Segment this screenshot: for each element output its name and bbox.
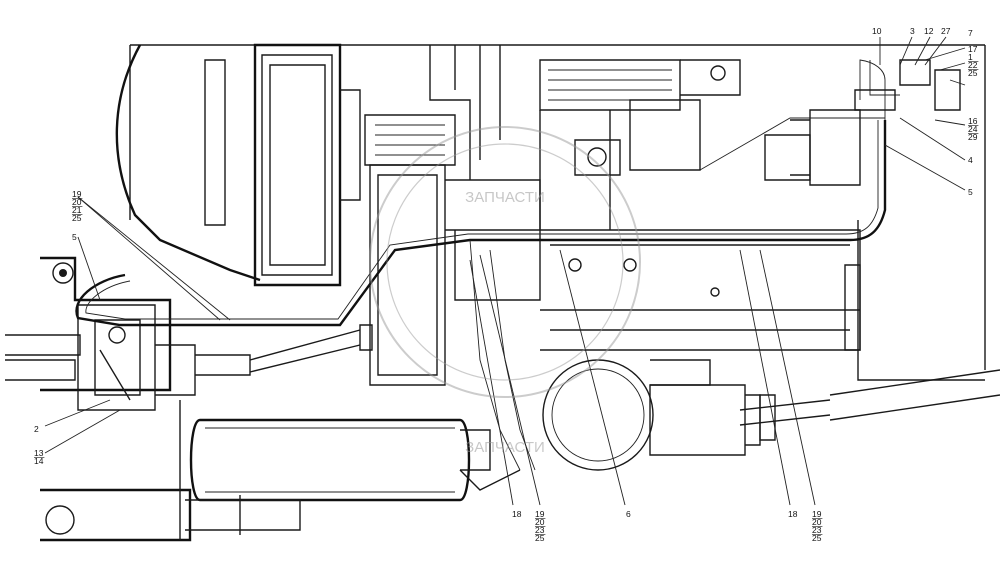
engine-fan-housing: [115, 43, 456, 287]
receiver-tank: [189, 418, 491, 502]
callout-4-line-0: 4: [968, 155, 973, 165]
callout-1-line-0: 1: [968, 52, 973, 62]
callout-5b-line-0: 5: [968, 187, 973, 197]
callout-19b-line-3: 25: [535, 533, 545, 543]
valve-block: [77, 304, 196, 411]
callout-13-line-0: 13: [34, 448, 44, 458]
callout-18b-line-0: 18: [788, 509, 798, 519]
engine-top-assembly: [429, 45, 741, 230]
leader-lines: [44, 36, 966, 506]
callout-16-line-0: 16: [968, 116, 978, 126]
starter-motor: [699, 109, 885, 186]
callout-12-line-0: 12: [924, 26, 934, 36]
callout-19c-line-0: 19: [812, 509, 822, 519]
watermark-text-top: ЗАПЧАСТИ: [465, 189, 545, 206]
callout-1-line-2: 25: [968, 68, 978, 78]
callout-6-line-0: 6: [626, 509, 631, 519]
callout-19b-line-2: 23: [535, 525, 545, 535]
callout-19c-line-2: 23: [812, 525, 822, 535]
drive-shaft: [195, 324, 1000, 441]
air-cylinder: [649, 384, 761, 456]
callout-19a-line-3: 25: [72, 213, 82, 223]
callout-3-line-0: 3: [910, 26, 915, 36]
callout-19a-line-0: 19: [72, 189, 82, 199]
hydraulic-hoses: [75, 59, 961, 471]
watermark: ЗАПЧАСТИ ЗАПЧАСТИ: [369, 126, 641, 456]
round-tank: [542, 359, 711, 471]
callout-16-line-2: 29: [968, 132, 978, 142]
callout-19b-line-0: 19: [535, 509, 545, 519]
lower-bracket: [185, 469, 521, 535]
callout-18a-line-0: 18: [512, 509, 522, 519]
callout-13-line-1: 14: [34, 456, 44, 466]
callout-7-line-0: 7: [968, 28, 973, 38]
callout-16-line-1: 24: [968, 124, 978, 134]
callout-17-line-0: 17: [968, 44, 978, 54]
callout-19c-line-3: 25: [812, 533, 822, 543]
callout-1-line-1: 22: [968, 60, 978, 70]
left-frame-rail: [5, 256, 192, 542]
callout-2-line-0: 2: [34, 424, 39, 434]
callout-19b-line-1: 20: [535, 517, 545, 527]
callout-19c-line-1: 20: [812, 517, 822, 527]
callout-19a-line-1: 20: [72, 197, 82, 207]
callout-5a-line-0: 5: [72, 232, 77, 242]
watermark-text-bottom: ЗАПЧАСТИ: [465, 439, 545, 456]
callout-19a-line-2: 21: [72, 205, 82, 215]
transmission-body: [540, 229, 861, 351]
callout-27-line-0: 27: [941, 26, 951, 36]
callout-10-line-0: 10: [872, 26, 882, 36]
